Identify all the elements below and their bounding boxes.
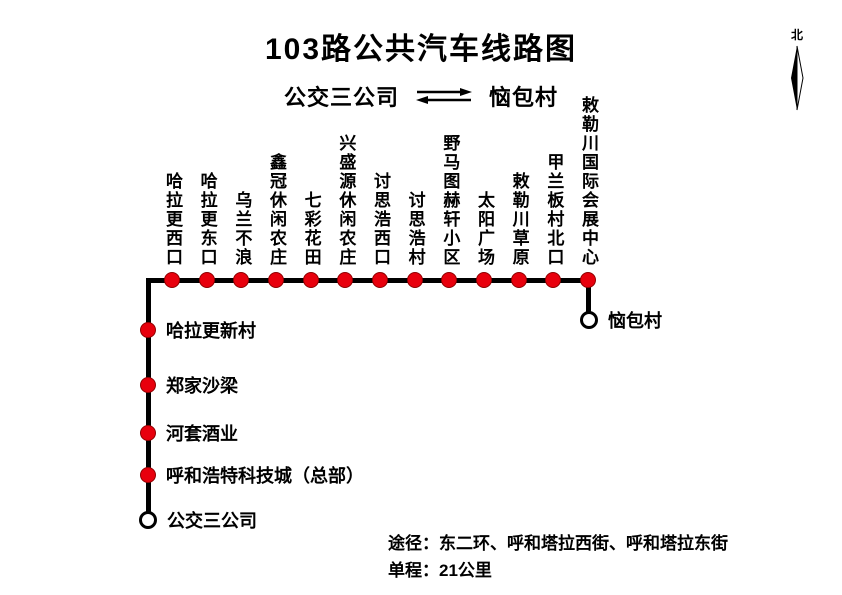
stop-label: 哈拉更东口 — [197, 172, 217, 267]
stop-dot — [140, 377, 156, 393]
route-stop: 敕勒川草原 — [507, 172, 531, 288]
stop-label: 甲兰板村北口 — [544, 153, 564, 267]
route-stop: 兴盛源休闲农庄 — [333, 134, 357, 288]
stop-dot — [198, 272, 215, 288]
stop-label: 兴盛源休闲农庄 — [336, 134, 356, 267]
compass: 北 — [786, 26, 808, 111]
route-notes: 途径：东二环、呼和塔拉西街、呼和塔拉东街 单程：21公里 — [388, 530, 728, 584]
route-stop: 敕勒川国际会展中心 — [576, 96, 600, 288]
stop-label: 鑫冠休闲农庄 — [267, 153, 286, 267]
stop-dot — [372, 272, 388, 288]
route-line-right-vertical — [586, 278, 591, 318]
stop-dot — [337, 272, 354, 288]
stop-dot — [510, 272, 527, 288]
terminal-label: 公交三公司 — [167, 511, 257, 531]
endpoint-left-label: 公交三公司 — [283, 85, 399, 110]
compass-north-label: 北 — [790, 28, 803, 42]
stop-dot — [140, 467, 156, 483]
stop-label: 呼和浩特科技城（总部） — [166, 466, 364, 486]
route-stop: 七彩花田 — [299, 191, 323, 288]
page-title: 103路公共汽车线路图 — [264, 33, 578, 66]
stop-dot — [441, 272, 458, 288]
stop-dot — [164, 272, 180, 288]
two-way-arrows-icon — [416, 88, 472, 104]
route-stop: 鑫冠休闲农庄 — [264, 153, 288, 288]
stop-label: 讨思浩村 — [405, 191, 425, 267]
stop-dot — [580, 272, 596, 288]
terminal-stop-right: 恼包村 — [580, 307, 662, 333]
compass-needle-icon — [791, 45, 804, 111]
terminal-dot — [580, 311, 598, 329]
stop-label: 郑家沙梁 — [166, 376, 238, 396]
route-stop: 哈拉更西口 — [160, 172, 184, 288]
stop-dot — [268, 272, 284, 288]
stop-dot — [233, 272, 250, 288]
terminal-stop-left: 公交三公司 — [139, 507, 257, 533]
stop-label: 讨思浩西口 — [371, 172, 390, 267]
route-stop: 讨思浩村 — [403, 191, 427, 288]
route-line-left-vertical — [146, 278, 151, 518]
route-stop: 讨思浩西口 — [368, 172, 392, 288]
stop-dot — [545, 272, 562, 288]
route-stop: 呼和浩特科技城（总部） — [140, 462, 364, 488]
stop-label: 敕勒川草原 — [509, 172, 529, 267]
route-stop: 乌兰不浪 — [229, 191, 253, 288]
stop-dot — [140, 425, 156, 441]
route-endpoints: 公交三公司 恼包村 — [0, 80, 842, 112]
stop-label: 野马图赫轩小区 — [440, 134, 460, 267]
stop-label: 敕勒川国际会展中心 — [579, 96, 598, 267]
stop-dot — [302, 272, 319, 288]
stop-dot — [406, 272, 423, 288]
endpoint-right-label: 恼包村 — [489, 85, 559, 110]
route-stop: 河套酒业 — [140, 420, 238, 446]
terminal-dot — [139, 511, 157, 529]
stop-label: 哈拉更新村 — [166, 321, 256, 341]
route-stop: 哈拉更东口 — [195, 172, 219, 288]
note-via-streets: 途径：东二环、呼和塔拉西街、呼和塔拉东街 — [388, 534, 728, 553]
route-stop: 野马图赫轩小区 — [437, 134, 461, 288]
stop-dot — [140, 322, 156, 338]
stop-label: 七彩花田 — [301, 191, 321, 267]
stop-label: 河套酒业 — [166, 424, 238, 444]
route-stop: 甲兰板村北口 — [541, 153, 565, 288]
route-stop: 哈拉更新村 — [140, 317, 256, 343]
stop-label: 太阳广场 — [475, 191, 494, 267]
stop-label: 乌兰不浪 — [232, 191, 252, 267]
note-trip-distance: 单程：21公里 — [388, 561, 492, 580]
route-line-horizontal — [146, 278, 591, 283]
route-stop: 太阳广场 — [472, 191, 496, 288]
terminal-label: 恼包村 — [608, 311, 662, 331]
stop-label: 哈拉更西口 — [163, 172, 182, 267]
route-stop: 郑家沙梁 — [140, 372, 238, 398]
stop-dot — [476, 272, 492, 288]
